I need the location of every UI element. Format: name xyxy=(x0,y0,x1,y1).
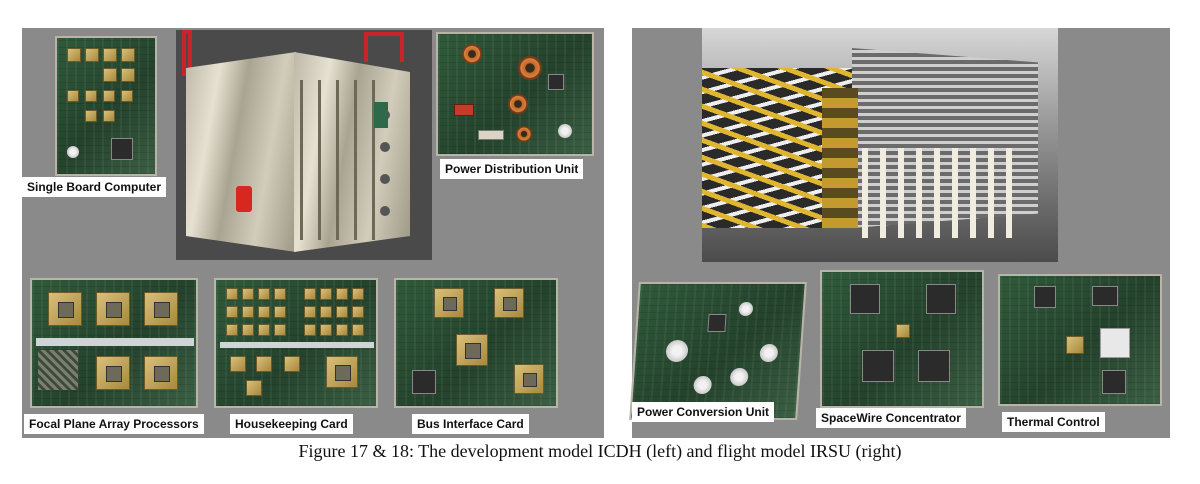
power-conversion-unit-label: Power Conversion Unit xyxy=(632,402,775,422)
right-figure-panel: Power Conversion Unit SpaceWire Concentr… xyxy=(629,28,1170,438)
irsu-harness-photo xyxy=(702,28,1058,262)
bus-interface-card-label: Bus Interface Card xyxy=(412,414,529,434)
thermal-control-label: Thermal Control xyxy=(1002,412,1105,432)
focal-plane-array-processors-label: Focal Plane Array Processors xyxy=(24,414,204,434)
spacewire-concentrator-photo xyxy=(820,270,984,408)
icdh-chassis-photo xyxy=(176,30,432,260)
focal-plane-array-processors-photo xyxy=(30,278,198,408)
thermal-control-photo xyxy=(998,274,1162,406)
spacewire-concentrator-label: SpaceWire Concentrator xyxy=(816,408,966,428)
single-board-computer-label: Single Board Computer xyxy=(22,177,167,197)
housekeeping-card-photo xyxy=(214,278,378,408)
left-figure-panel: Single Board Computer Power Distribution… xyxy=(22,28,604,438)
bus-interface-card-photo xyxy=(394,278,558,408)
power-distribution-unit-photo xyxy=(436,32,594,156)
housekeeping-card-label: Housekeeping Card xyxy=(230,414,353,434)
power-conversion-unit-photo xyxy=(629,282,807,420)
figure-caption: Figure 17 & 18: The development model IC… xyxy=(298,441,902,461)
power-distribution-unit-label: Power Distribution Unit xyxy=(440,159,584,179)
single-board-computer-photo xyxy=(55,36,157,176)
